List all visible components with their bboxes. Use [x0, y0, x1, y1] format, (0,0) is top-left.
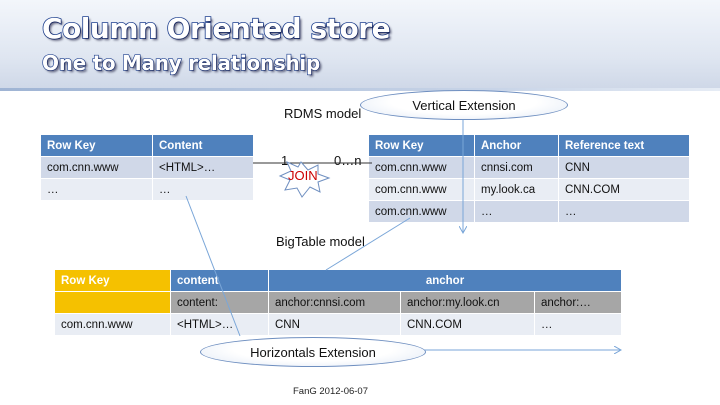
table-cell: … [474, 200, 559, 223]
bigtable-model-label: BigTable model [276, 234, 365, 249]
table-header-row: Row Key Anchor Reference text [368, 134, 690, 157]
column-header: Reference text [558, 134, 690, 157]
row-key-blank-cell [54, 291, 171, 314]
table-cell: … [534, 313, 622, 336]
table-row: com.cnn.www … … [368, 200, 690, 223]
table-cell: com.cnn.www [40, 156, 153, 179]
table-cell: com.cnn.www [368, 200, 475, 223]
table-cell: … [40, 178, 153, 201]
rdbms-anchor-table: Row Key Anchor Reference text com.cnn.ww… [368, 134, 690, 223]
table-header-row: Row Key Content [40, 134, 254, 157]
table-cell: com.cnn.www [368, 156, 475, 179]
join-label: JOIN [288, 168, 318, 183]
table-row: com.cnn.www <HTML>… [40, 156, 254, 179]
column-qualifier: anchor:my.look.cn [400, 291, 535, 314]
header-band [0, 0, 720, 88]
table-cell: my.look.ca [474, 178, 559, 201]
horizontal-extension-bubble: Horizontals Extension [200, 337, 426, 367]
anchor-mapping-line [325, 217, 411, 271]
table-row: com.cnn.www <HTML>… CNN CNN.COM … [54, 313, 622, 336]
bigtable-table: Row Key content anchor content: anchor:c… [54, 269, 622, 336]
column-header: Anchor [474, 134, 559, 157]
column-header: Content [152, 134, 254, 157]
slide-subtitle: One to Many relationship [41, 50, 321, 75]
column-family-content: content [170, 269, 269, 292]
table-cell: CNN [268, 313, 401, 336]
cardinality-one: 1 [281, 153, 289, 168]
rdms-model-label: RDMS model [284, 106, 362, 121]
vertical-extension-bubble: Vertical Extension [360, 90, 568, 120]
qualifier-row: content: anchor:cnnsi.com anchor:my.look… [54, 291, 622, 314]
header-divider [0, 88, 720, 91]
table-cell: com.cnn.www [368, 178, 475, 201]
table-cell: com.cnn.www [54, 313, 171, 336]
column-header: Row Key [40, 134, 153, 157]
table-cell: <HTML>… [152, 156, 254, 179]
join-burst-shape [278, 161, 331, 198]
cardinality-many: 0…n [334, 153, 362, 168]
table-cell: <HTML>… [170, 313, 269, 336]
vertical-extension-label: Vertical Extension [412, 97, 516, 113]
table-cell: … [558, 200, 690, 223]
table-cell: cnnsi.com [474, 156, 559, 179]
column-qualifier: anchor:cnnsi.com [268, 291, 401, 314]
table-row: … … [40, 178, 254, 201]
footer-credit: FanG 2012-06-07 [293, 386, 368, 397]
content-mapping-line [185, 195, 241, 337]
rdbms-content-table: Row Key Content com.cnn.www <HTML>… … … [40, 134, 254, 201]
column-qualifier: content: [170, 291, 269, 314]
row-key-header: Row Key [54, 269, 171, 292]
column-header: Row Key [368, 134, 475, 157]
horizontal-extension-label: Horizontals Extension [250, 344, 376, 360]
slide-title: Column Oriented store [41, 11, 391, 46]
table-cell: … [152, 178, 254, 201]
table-cell: CNN.COM [400, 313, 535, 336]
